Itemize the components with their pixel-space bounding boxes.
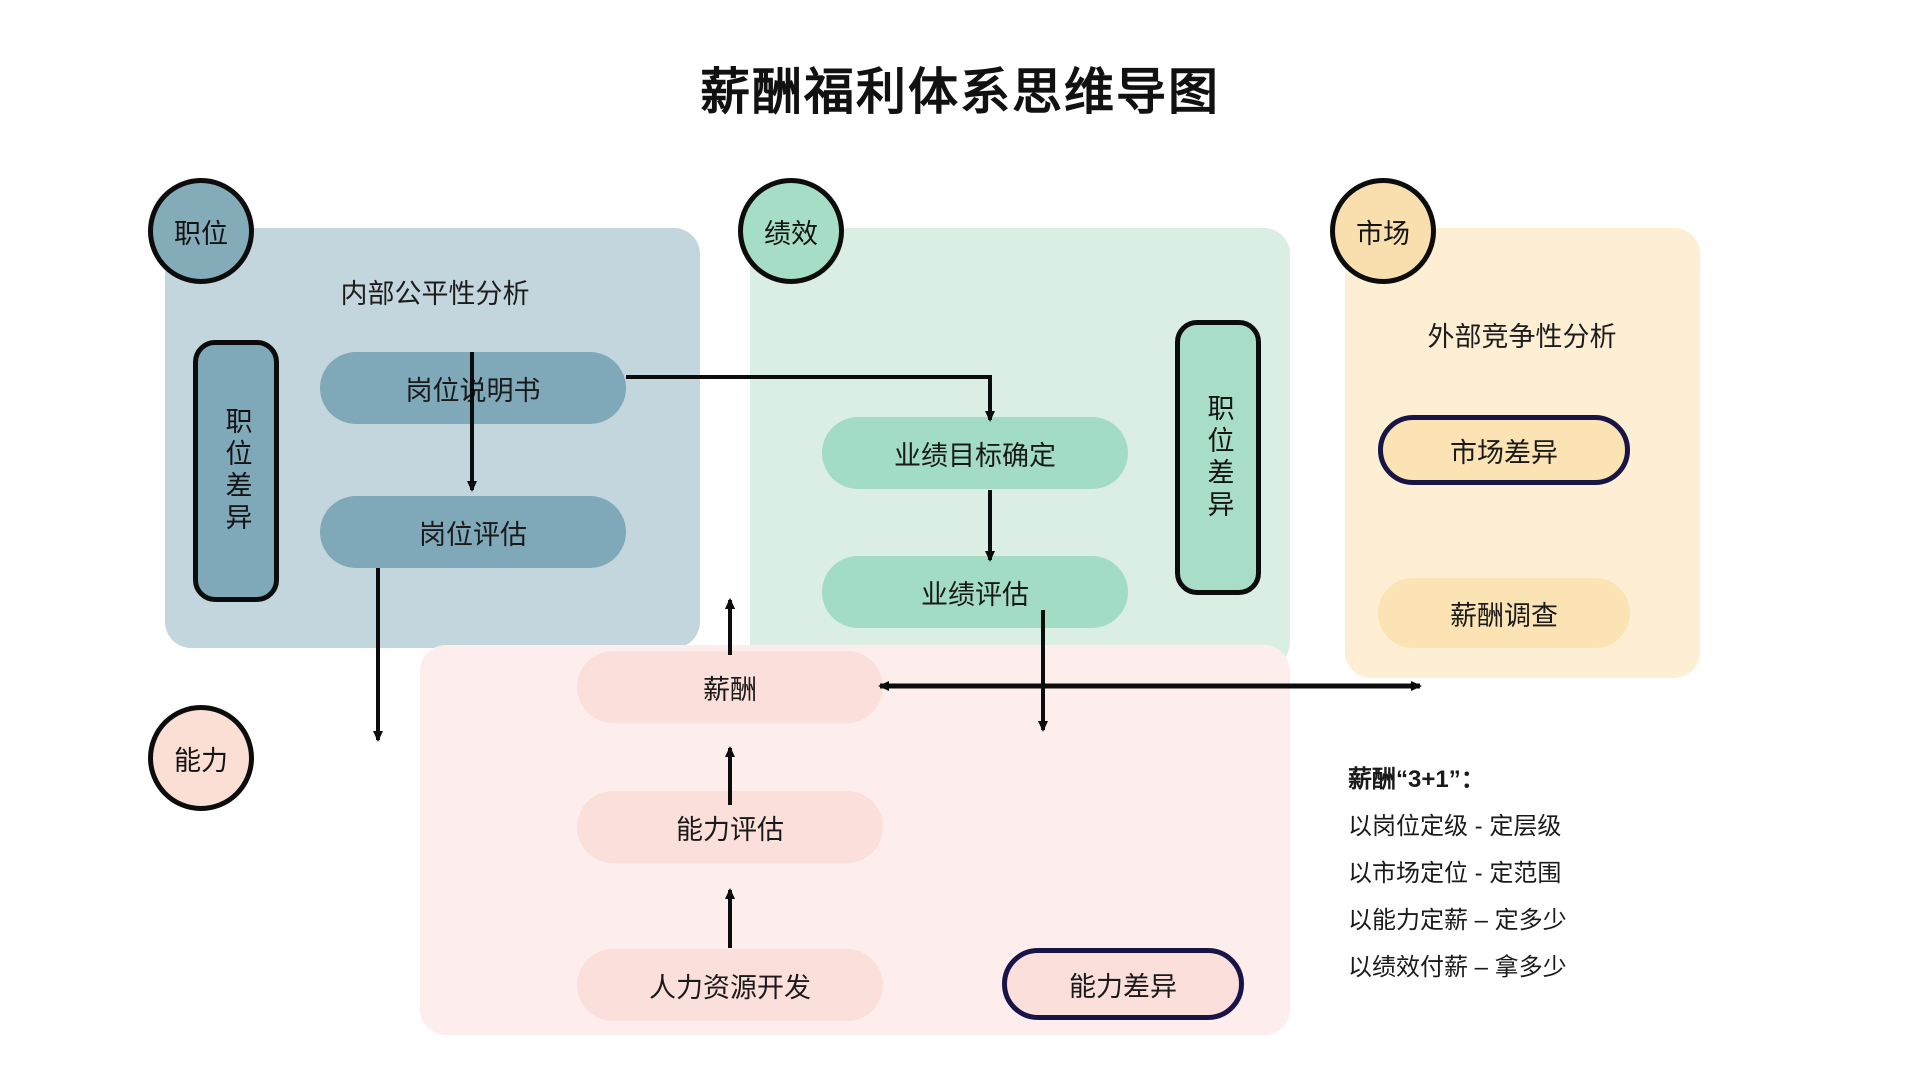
vbox-position-difference[interactable]: 职位差异 [193, 340, 279, 602]
node-performance-goal-label: 业绩目标确定 [894, 440, 1056, 471]
node-capability-difference[interactable]: 能力差异 [1002, 948, 1244, 1020]
node-performance-evaluation[interactable]: 业绩评估 [822, 556, 1128, 628]
notes-line-4: 以绩效付薪 – 拿多少 [1348, 954, 1567, 981]
node-performance-evaluation-label: 业绩评估 [921, 579, 1029, 610]
node-job-description[interactable]: 岗位说明书 [320, 352, 626, 424]
circle-position-label: 职位 [174, 218, 228, 249]
notes-line-2: 以市场定位 - 定范围 [1348, 860, 1562, 887]
node-market-difference-label: 市场差异 [1450, 437, 1558, 468]
node-compensation[interactable]: 薪酬 [577, 651, 883, 723]
page-title: 薪酬福利体系思维导图 [700, 64, 1220, 120]
node-hr-development[interactable]: 人力资源开发 [577, 949, 883, 1021]
node-capability-evaluation-label: 能力评估 [676, 814, 784, 845]
node-salary-survey-label: 薪酬调查 [1450, 600, 1558, 631]
circle-performance[interactable]: 绩效 [738, 178, 844, 284]
notes-block: 薪酬“3+1”： 以岗位定级 - 定层级 以市场定位 - 定范围 以能力定薪 –… [1348, 756, 1567, 991]
node-job-evaluation[interactable]: 岗位评估 [320, 496, 626, 568]
node-performance-goal[interactable]: 业绩目标确定 [822, 417, 1128, 489]
circle-market-label: 市场 [1356, 218, 1410, 249]
vbox-position-difference-label: 职位差异 [221, 407, 252, 535]
heading-external-competitiveness: 外部竞争性分析 [1427, 322, 1617, 352]
notes-line-1: 以岗位定级 - 定层级 [1348, 813, 1562, 840]
circle-market[interactable]: 市场 [1330, 178, 1436, 284]
notes-title: 薪酬“3+1”： [1348, 766, 1485, 793]
node-capability-difference-label: 能力差异 [1069, 971, 1177, 1002]
node-job-evaluation-label: 岗位评估 [419, 519, 527, 550]
heading-internal-equity: 内部公平性分析 [340, 279, 530, 309]
circle-performance-label: 绩效 [764, 218, 818, 249]
node-salary-survey[interactable]: 薪酬调查 [1378, 578, 1630, 648]
node-capability-evaluation[interactable]: 能力评估 [577, 791, 883, 863]
node-market-difference[interactable]: 市场差异 [1378, 415, 1630, 485]
circle-position[interactable]: 职位 [148, 178, 254, 284]
vbox-performance-position-difference[interactable]: 职位差异 [1175, 320, 1261, 595]
circle-capability[interactable]: 能力 [148, 705, 254, 811]
circle-capability-label: 能力 [174, 745, 228, 776]
node-compensation-label: 薪酬 [703, 674, 757, 705]
notes-line-3: 以能力定薪 – 定多少 [1348, 907, 1567, 934]
node-hr-development-label: 人力资源开发 [649, 972, 811, 1003]
node-job-description-label: 岗位说明书 [405, 375, 541, 406]
vbox-performance-position-difference-label: 职位差异 [1203, 393, 1234, 522]
